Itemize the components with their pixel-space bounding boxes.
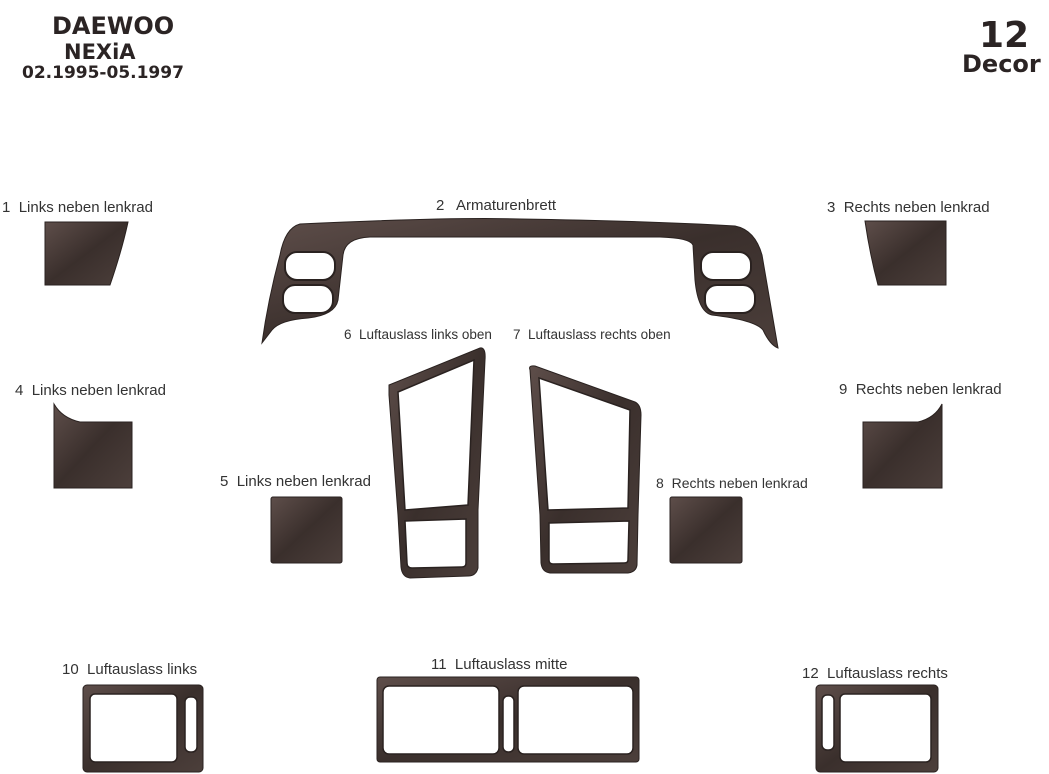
trim-part-1 [44, 221, 129, 286]
trim-part-11 [376, 676, 640, 763]
part-label-2: 2 Armaturenbrett [436, 197, 557, 214]
part-label-6: 6 Luftauslass links oben [344, 327, 492, 342]
part-label-1: 1 Links neben lenkrad [2, 199, 153, 216]
trim-part-10 [82, 684, 204, 773]
part-label-5: 5 Links neben lenkrad [220, 473, 371, 490]
part-label-10: 10 Luftauslass links [62, 661, 198, 678]
part-count-label: Decor [962, 50, 1041, 78]
trim-part-12 [815, 684, 939, 773]
part-label-9: 9 Rechts neben lenkrad [839, 381, 1002, 398]
trim-part-2 [261, 218, 779, 349]
model-years: 02.1995-05.1997 [22, 63, 184, 83]
trim-part-3 [864, 220, 947, 286]
part-label-12: 12 Luftauslass rechts [802, 665, 948, 682]
part-label-4: 4 Links neben lenkrad [15, 382, 166, 399]
trim-part-9 [862, 403, 943, 489]
model-title: NEXiA [64, 40, 136, 64]
trim-part-4 [53, 402, 133, 489]
trim-part-7 [529, 365, 642, 574]
part-label-11: 11 Luftauslass mitte [431, 656, 568, 673]
trim-part-5 [270, 496, 343, 564]
part-count: 12 [979, 15, 1030, 56]
trim-part-8 [669, 496, 743, 564]
part-label-3: 3 Rechts neben lenkrad [827, 199, 990, 216]
brand-title: DAEWOO [52, 12, 175, 40]
part-label-7: 7 Luftauslass rechts oben [513, 327, 671, 342]
trim-part-6 [388, 347, 486, 579]
part-label-8: 8 Rechts neben lenkrad [656, 475, 808, 491]
